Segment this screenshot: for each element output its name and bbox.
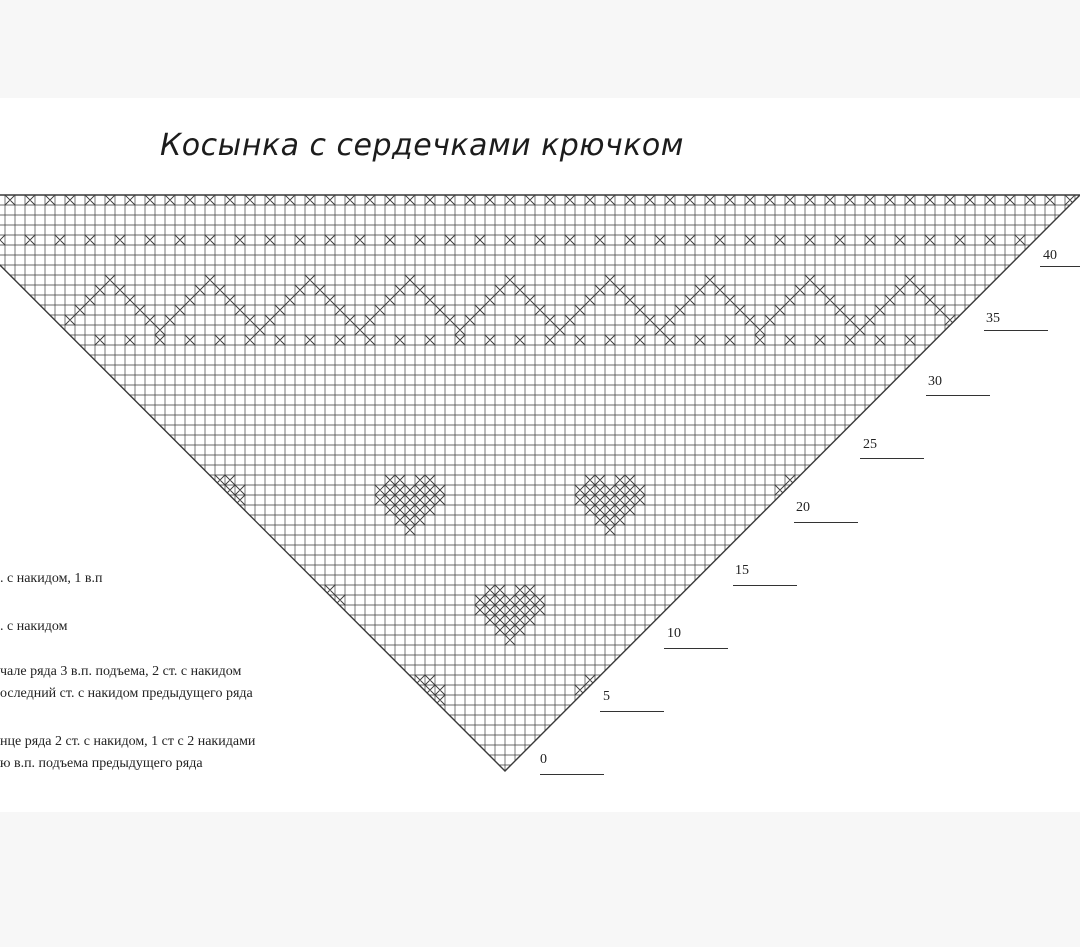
row-underline-25 [860, 458, 924, 459]
row-label-5: 5 [603, 689, 610, 704]
triangle-outline [0, 194, 1080, 772]
chart-title: Косынка с сердечками крючком [160, 128, 684, 163]
cross-marks [0, 195, 1076, 706]
legend-line-4: оследний ст. с накидом предыдущего ряда [0, 686, 253, 701]
row-label-20: 20 [796, 500, 810, 515]
row-underline-30 [926, 395, 990, 396]
legend-line-5: нце ряда 2 ст. с накидом, 1 ст с 2 накид… [0, 734, 256, 749]
row-label-10: 10 [667, 626, 681, 641]
row-label-15: 15 [735, 563, 749, 578]
row-label-0: 0 [540, 752, 547, 767]
row-underline-15 [733, 585, 797, 586]
crochet-chart [0, 194, 1080, 772]
row-underline-20 [794, 522, 858, 523]
row-label-40: 40 [1043, 248, 1057, 263]
grid-path [0, 195, 1080, 771]
legend-line-6: ю в.п. подъема предыдущего ряда [0, 756, 203, 771]
grid-lines [0, 195, 1080, 771]
row-underline-0 [540, 774, 604, 775]
row-label-25: 25 [863, 437, 877, 452]
row-underline-5 [600, 711, 664, 712]
content-panel: Косынка с сердечками крючком . с накидом… [0, 98, 1080, 812]
legend-line-1: . с накидом, 1 в.п [0, 571, 103, 586]
filled-cells [0, 195, 1076, 706]
legend-line-3: чале ряда 3 в.п. подъема, 2 ст. с накидо… [0, 664, 242, 679]
legend-line-2: . с накидом [0, 619, 68, 634]
row-underline-35 [984, 330, 1048, 331]
outline-shape [0, 194, 1080, 772]
row-underline-10 [664, 648, 728, 649]
row-underline-40 [1040, 266, 1080, 267]
row-label-35: 35 [986, 311, 1000, 326]
row-label-30: 30 [928, 374, 942, 389]
